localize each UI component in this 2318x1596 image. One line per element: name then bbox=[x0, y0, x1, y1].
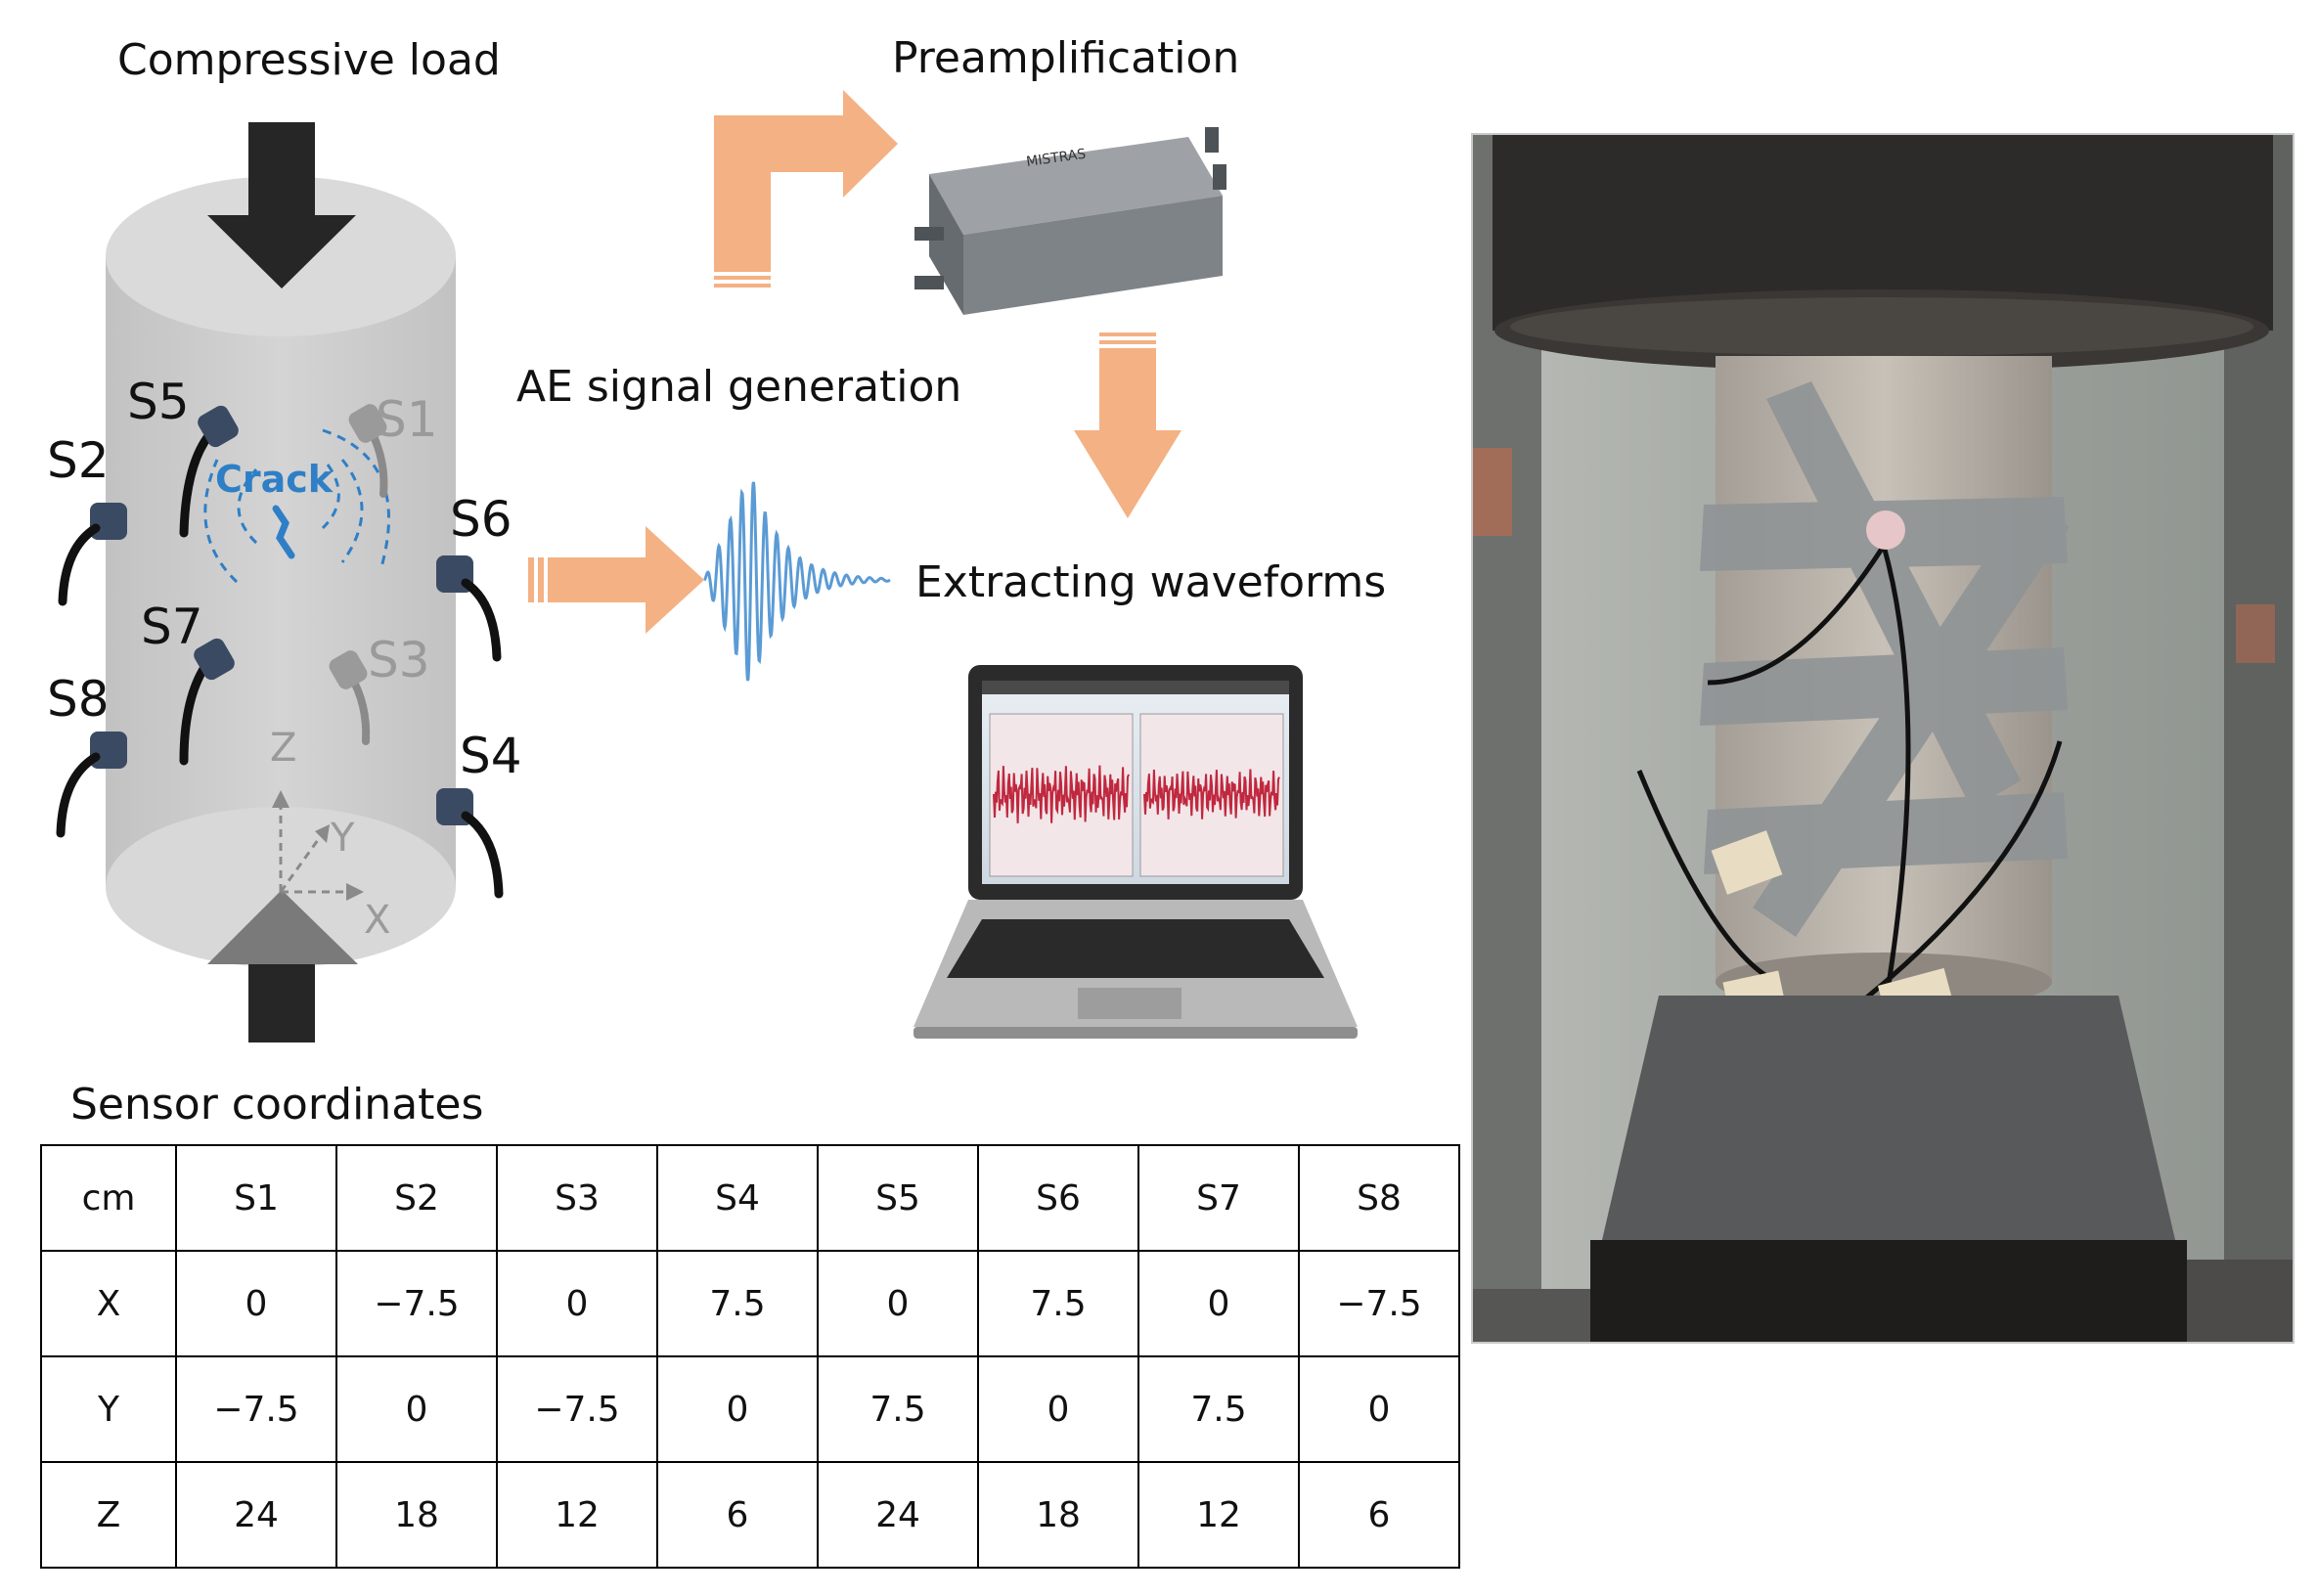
table-cell: S2 bbox=[335, 1144, 498, 1252]
table-cell: 6 bbox=[656, 1461, 819, 1569]
table-cell: 0 bbox=[175, 1250, 337, 1357]
table-header-row: cm S1 S2 S3 S4 S5 S6 S7 S8 bbox=[40, 1144, 1460, 1252]
table-cell: 0 bbox=[1298, 1355, 1460, 1463]
table-cell: S4 bbox=[656, 1144, 819, 1252]
table-cell: −7.5 bbox=[1298, 1250, 1460, 1357]
coordinate-axes bbox=[279, 802, 352, 894]
table-cell: 12 bbox=[1137, 1461, 1300, 1569]
axis-z-label: Z bbox=[270, 726, 297, 771]
table-cell: 6 bbox=[1298, 1461, 1460, 1569]
table-cell: 0 bbox=[1137, 1250, 1300, 1357]
table-cell: 7.5 bbox=[817, 1355, 979, 1463]
table-cell: 24 bbox=[817, 1461, 979, 1569]
sensor-s5 bbox=[179, 405, 239, 538]
axis-y-label: Y bbox=[331, 816, 355, 861]
sensor-coordinates-table: cm S1 S2 S3 S4 S5 S6 S7 S8 X 0 −7.5 0 7.… bbox=[40, 1144, 1460, 1569]
crack-mark bbox=[272, 505, 295, 559]
sensor-s8 bbox=[56, 732, 127, 838]
sensor-s3 bbox=[329, 650, 371, 745]
sensor-label-s3: S3 bbox=[368, 632, 430, 688]
table-cell: S1 bbox=[175, 1144, 337, 1252]
sensor-s6 bbox=[436, 555, 502, 662]
reaction-arrow bbox=[207, 890, 358, 1042]
preamplifier-device: MISTRAS bbox=[914, 127, 1226, 315]
table-cell: 7.5 bbox=[1137, 1355, 1300, 1463]
table-cell: −7.5 bbox=[335, 1250, 498, 1357]
sensor-label-s2: S2 bbox=[47, 432, 110, 489]
sensor-label-s6: S6 bbox=[450, 491, 513, 548]
table-cell: S5 bbox=[817, 1144, 979, 1252]
sensor-label-s7: S7 bbox=[141, 598, 203, 655]
arrow-to-preamp bbox=[714, 90, 898, 288]
table-cell: 0 bbox=[817, 1250, 979, 1357]
table-cell: 0 bbox=[496, 1250, 658, 1357]
table-cell: 7.5 bbox=[977, 1250, 1139, 1357]
axis-x-label: X bbox=[364, 898, 391, 943]
sensor-label-s8: S8 bbox=[47, 671, 110, 728]
sensor-s7 bbox=[179, 638, 235, 766]
schematic-svg: MISTRAS bbox=[56, 90, 1358, 1042]
table-cell: −7.5 bbox=[175, 1355, 337, 1463]
table-cell: 24 bbox=[175, 1461, 337, 1569]
preamplification-label: Preamplification bbox=[892, 33, 1240, 83]
test-setup-photo bbox=[1471, 133, 2295, 1344]
table-cell: Z bbox=[40, 1461, 177, 1569]
table-cell: S6 bbox=[977, 1144, 1139, 1252]
ae-signal-generation-label: AE signal generation bbox=[516, 362, 962, 412]
table-row: Z 24 18 12 6 24 18 12 6 bbox=[40, 1461, 1460, 1569]
sensor-label-s1: S1 bbox=[376, 391, 438, 448]
table-cell: 0 bbox=[977, 1355, 1139, 1463]
sensor-label-s5: S5 bbox=[127, 374, 190, 430]
table-row: X 0 −7.5 0 7.5 0 7.5 0 −7.5 bbox=[40, 1250, 1460, 1357]
table-cell: 0 bbox=[656, 1355, 819, 1463]
extracting-waveforms-label: Extracting waveforms bbox=[915, 557, 1387, 607]
table-cell: Y bbox=[40, 1355, 177, 1463]
table-cell: X bbox=[40, 1250, 177, 1357]
arrow-to-laptop bbox=[1074, 332, 1181, 518]
table-cell: S8 bbox=[1298, 1144, 1460, 1252]
sensor-s4 bbox=[436, 788, 504, 899]
table-cell: −7.5 bbox=[496, 1355, 658, 1463]
compressive-load-label: Compressive load bbox=[117, 35, 501, 85]
table-cell: cm bbox=[40, 1144, 177, 1252]
table-cell: 12 bbox=[496, 1461, 658, 1569]
sensor-s1 bbox=[348, 404, 388, 498]
crack-label: Crack bbox=[215, 458, 334, 501]
sensor-label-s4: S4 bbox=[460, 728, 522, 784]
compressive-load-arrow bbox=[207, 122, 356, 288]
ae-waveform bbox=[703, 481, 891, 682]
table-cell: S7 bbox=[1137, 1144, 1300, 1252]
sensor-coordinates-label: Sensor coordinates bbox=[70, 1080, 484, 1130]
table-cell: 18 bbox=[977, 1461, 1139, 1569]
table-cell: 7.5 bbox=[656, 1250, 819, 1357]
test-setup-photo-illustration bbox=[1473, 135, 2293, 1342]
table-row: Y −7.5 0 −7.5 0 7.5 0 7.5 0 bbox=[40, 1355, 1460, 1463]
table-cell: 18 bbox=[335, 1461, 498, 1569]
laptop bbox=[914, 665, 1358, 1039]
table-cell: S3 bbox=[496, 1144, 658, 1252]
table-cell: 0 bbox=[335, 1355, 498, 1463]
arrow-to-waveform bbox=[528, 526, 704, 634]
sensor-s2 bbox=[58, 503, 127, 606]
